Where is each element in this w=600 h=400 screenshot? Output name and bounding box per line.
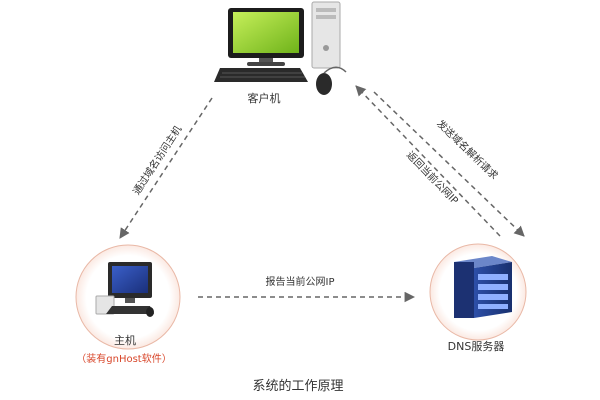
diagram-caption: 系统的工作原理 bbox=[252, 378, 343, 394]
edge-client-to-host-label: 通过域名访问主机 bbox=[130, 123, 184, 197]
host-computer-icon bbox=[95, 262, 154, 317]
dns-node bbox=[429, 243, 527, 341]
edge-host-to-dns-label: 报告当前公网IP bbox=[266, 275, 335, 288]
edge-dns-to-client bbox=[355, 85, 501, 237]
dns-label: DNS服务器 bbox=[448, 340, 505, 353]
host-sublabel: （装有gnHost软件） bbox=[76, 352, 171, 365]
edge-client-to-dns-label: 发送域名解析请求 bbox=[434, 117, 501, 182]
edge-client-to-host bbox=[119, 97, 213, 239]
server-icon bbox=[454, 256, 512, 318]
client-label: 客户机 bbox=[248, 91, 281, 105]
host-node bbox=[75, 244, 181, 350]
client-computer-icon bbox=[214, 1, 347, 95]
edge-client-to-dns bbox=[373, 91, 525, 237]
edge-dns-to-client-label: 返回当前公网IP bbox=[404, 148, 461, 207]
host-label: 主机 bbox=[114, 333, 136, 347]
